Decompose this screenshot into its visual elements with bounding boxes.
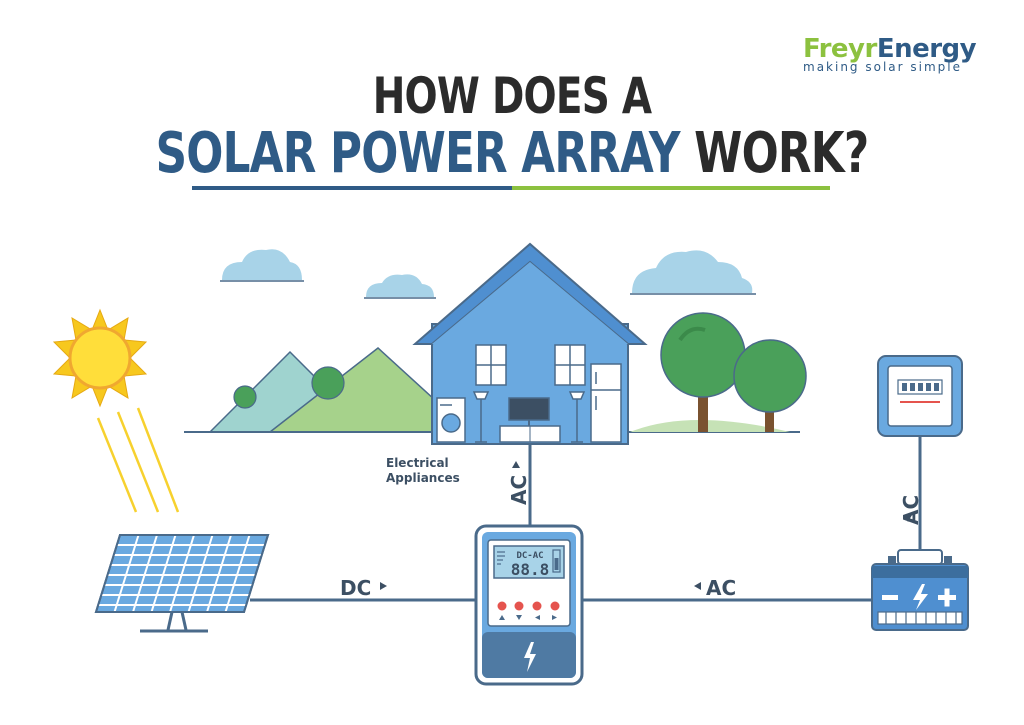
logo-tagline: making solar simple <box>803 60 963 74</box>
cloud-left <box>220 249 304 282</box>
house-window-right <box>554 344 586 386</box>
ground-mound <box>630 420 790 432</box>
sun-rays <box>96 407 180 513</box>
logo-wordmark: FreyrEnergy <box>803 34 977 64</box>
title-tail: WORK? <box>679 121 869 186</box>
ac-house-flow-label: AC <box>507 474 531 505</box>
ac-battery-flow-label: AC <box>706 576 737 600</box>
lamp-left-icon <box>472 391 490 443</box>
power-bolt-icon <box>524 642 536 672</box>
inverter-display-reading: 88.8 <box>511 560 550 579</box>
cloud-right <box>630 250 756 295</box>
house-window-left <box>475 344 507 386</box>
title-line-2: SOLAR POWER ARRAY WORK? <box>113 123 912 185</box>
minus-icon <box>882 595 898 600</box>
battery-unit <box>871 549 969 631</box>
dc-arrow-icon <box>380 582 387 590</box>
wiring <box>250 435 922 602</box>
title-line-1: HOW DOES A <box>372 67 652 125</box>
dc-flow-label: DC <box>340 576 372 600</box>
solar-panel-icon <box>94 534 270 633</box>
inverter-display-title: DC-AC <box>516 551 543 561</box>
ac-house-arrow-icon <box>512 461 520 468</box>
washing-machine-icon <box>436 397 466 443</box>
battery-bolt-icon <box>913 584 928 610</box>
title-underline <box>192 186 830 190</box>
ac-meter-flow-label: AC <box>899 494 923 525</box>
freyr-energy-logo: FreyrEnergy making solar simple <box>803 34 977 74</box>
tree-right <box>733 339 807 432</box>
refrigerator-icon <box>590 363 622 443</box>
lamp-right-icon <box>568 391 586 443</box>
tree-left <box>660 312 746 432</box>
logo-brand-part1: Freyr <box>803 34 877 64</box>
sun-icon <box>52 308 148 408</box>
ac-bottom-arrow-icon <box>694 582 701 590</box>
hills <box>208 347 472 433</box>
utility-meter <box>877 355 963 437</box>
plus-icon <box>938 588 956 607</box>
ac-meter-arrow-icon <box>904 515 912 522</box>
title-highlight: SOLAR POWER ARRAY <box>155 121 681 186</box>
house <box>412 242 648 445</box>
cloud-middle <box>364 274 436 299</box>
tv-icon <box>499 397 561 443</box>
logo-brand-part2: Energy <box>876 34 977 64</box>
electrical-appliances-label: Electrical Appliances <box>386 456 460 485</box>
inverter-unit <box>474 524 584 686</box>
